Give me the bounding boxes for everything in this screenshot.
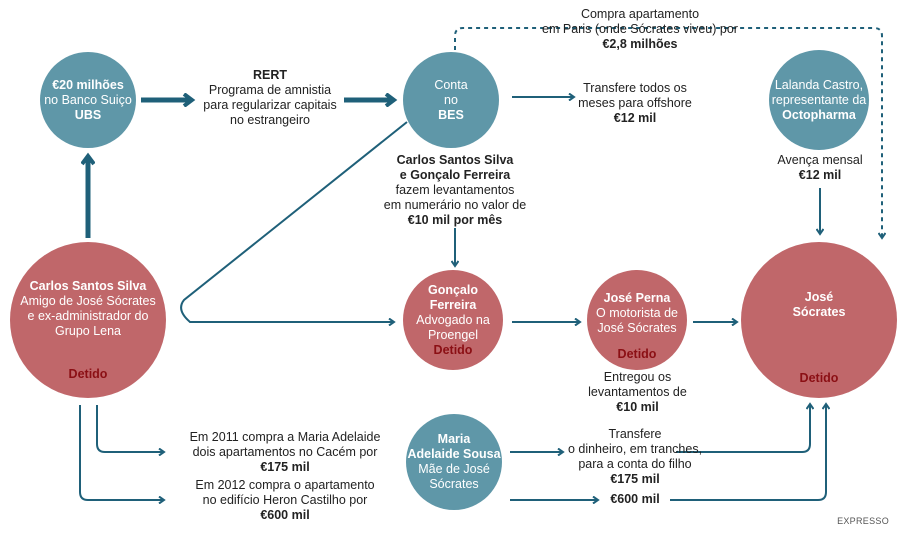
label-entregou: Entregou os levantamentos de €10 mil	[580, 370, 695, 415]
rert-line3: no estrangeiro	[230, 113, 310, 127]
carlos-line3: Grupo Lena	[54, 324, 122, 338]
label-levantamentos: Carlos Santos Silva e Gonçalo Ferreira f…	[370, 153, 540, 228]
heron-amount: €600 mil	[260, 508, 310, 522]
tranches-line2: o dinheiro, em tranches,	[567, 442, 703, 456]
node-carlos: Carlos Santos Silva Amigo de José Sócrat…	[10, 242, 166, 398]
bes-name: BES	[438, 107, 464, 122]
heron-line2: no edifício Heron Castilho por	[202, 493, 368, 507]
rert-title: RERT	[252, 68, 288, 82]
paris-line1: Compra apartamento	[580, 7, 700, 21]
ubs-amount: €20 milhões	[52, 77, 124, 92]
heron-line1: Em 2012 compra o apartamento	[195, 478, 375, 492]
node-lalanda: Lalanda Castro, representante da Octopha…	[769, 50, 869, 150]
entregou-amount: €10 mil	[616, 400, 659, 414]
rert-line1: Programa de amnistia	[208, 83, 332, 97]
arrow-600-to-socrates	[670, 404, 826, 501]
offshore-line1: Transfere todos os	[583, 81, 687, 95]
levantamentos-line3: fazem levantamentos	[395, 183, 515, 197]
socrates-name1: José	[804, 290, 834, 304]
offshore-amount: €12 mil	[613, 111, 657, 125]
ubs-bank: no Banco Suiço	[44, 92, 132, 107]
tranches-amount: €175 mil	[610, 472, 660, 486]
node-ubs: €20 milhões no Banco Suiço UBS	[40, 52, 136, 148]
ubs-name: UBS	[74, 107, 102, 122]
socrates-status: Detido	[799, 371, 839, 385]
goncalo-name1: Gonçalo	[427, 283, 478, 297]
arrow-carlos-to-cacem	[96, 405, 164, 452]
lalanda-role: representante da	[771, 92, 867, 107]
paris-line2: em Paris (onde Sócrates viveu) por	[542, 22, 738, 36]
node-jose-socrates: José Sócrates Detido	[741, 242, 897, 398]
carlos-name: Carlos Santos Silva	[29, 279, 147, 293]
goncalo-line2: Proengel	[427, 328, 479, 342]
levantamentos-line1: Carlos Santos Silva	[396, 153, 514, 167]
label-tranche2: €600 mil	[600, 492, 670, 507]
node-bes: Conta no BES	[403, 52, 499, 148]
perna-line2: José Sócrates	[597, 320, 677, 335]
carlos-line1: Amigo de José Sócrates	[20, 294, 156, 308]
carlos-status: Detido	[68, 367, 108, 381]
label-cacem: Em 2011 compra a Maria Adelaide dois apa…	[170, 430, 400, 475]
offshore-line2: meses para offshore	[578, 96, 692, 110]
label-avenca: Avença mensal €12 mil	[765, 153, 875, 183]
tranches-line1: Transfere	[608, 427, 662, 441]
cacem-amount: €175 mil	[260, 460, 310, 474]
carlos-line2: e ex-administrador do	[27, 309, 149, 323]
maria-name2: Adelaide Sousa	[407, 447, 501, 461]
label-paris: Compra apartamento em Paris (onde Sócrat…	[520, 7, 760, 52]
tranches-line3: para a conta do filho	[578, 457, 692, 471]
levantamentos-line4: em numerário no valor de	[383, 198, 527, 212]
arrow-carlos-to-bes-goncalo	[180, 121, 408, 322]
levantamentos-amount: €10 mil por mês	[407, 213, 503, 227]
maria-name1: Maria	[437, 432, 471, 446]
entregou-line1: Entregou os	[603, 370, 672, 384]
arrow-paris-dashed	[454, 27, 882, 238]
label-tranches: Transfere o dinheiro, em tranches, para …	[560, 427, 710, 487]
perna-name: José Perna	[603, 290, 671, 305]
node-maria-adelaide: Maria Adelaide Sousa Mãe de José Sócrate…	[406, 414, 502, 510]
perna-line1: O motorista de	[596, 305, 678, 320]
maria-line1: Mãe de José	[418, 462, 490, 476]
credit-expresso: EXPRESSO	[837, 516, 889, 526]
tranche2-amount: €600 mil	[610, 492, 660, 506]
levantamentos-line2: e Gonçalo Ferreira	[399, 168, 511, 182]
node-jose-perna: José Perna O motorista de José Sócrates …	[587, 270, 687, 370]
goncalo-name2: Ferreira	[429, 298, 477, 312]
avenca-amount: €12 mil	[798, 168, 842, 182]
arrow-tranches-to-socrates	[676, 404, 810, 453]
maria-line2: Sócrates	[429, 477, 479, 491]
goncalo-line1: Advogado na	[416, 313, 490, 327]
node-goncalo: Gonçalo Ferreira Advogado na Proengel De…	[403, 270, 503, 370]
entregou-line2: levantamentos de	[588, 385, 687, 399]
lalanda-name: Lalanda Castro,	[774, 77, 864, 92]
socrates-name2: Sócrates	[792, 305, 846, 319]
bes-line1: Conta	[434, 77, 468, 92]
cacem-line1: Em 2011 compra a Maria Adelaide	[189, 430, 381, 444]
rert-line2: para regularizar capitais	[203, 98, 337, 112]
cacem-line2: dois apartamentos no Cacém por	[192, 445, 378, 459]
label-heron: Em 2012 compra o apartamento no edifício…	[170, 478, 400, 523]
label-rert: RERT Programa de amnistia para regulariz…	[195, 68, 345, 128]
bes-line2: no	[444, 92, 458, 107]
label-offshore: Transfere todos os meses para offshore €…	[565, 81, 705, 126]
goncalo-status: Detido	[433, 343, 473, 357]
perna-status: Detido	[617, 347, 657, 361]
arrow-carlos-to-heron	[79, 405, 164, 500]
paris-amount: €2,8 milhões	[602, 37, 678, 51]
lalanda-company: Octopharma	[782, 107, 856, 122]
avenca-line1: Avença mensal	[777, 153, 863, 167]
